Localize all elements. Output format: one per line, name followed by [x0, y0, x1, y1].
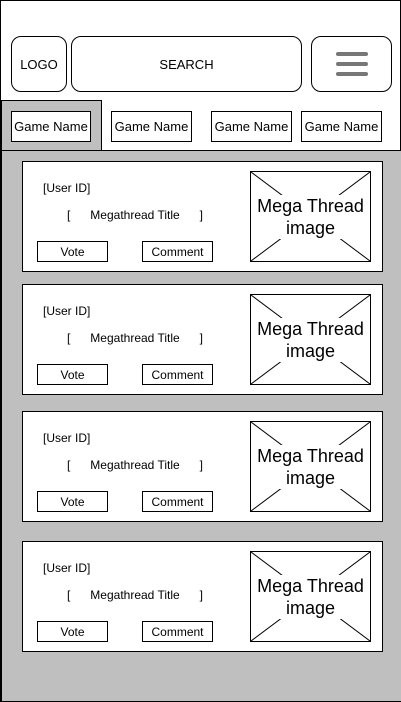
vote-button[interactable]: Vote: [37, 491, 108, 512]
logo-label: LOGO: [20, 56, 58, 72]
menu-button[interactable]: [311, 36, 392, 92]
tab-game-1[interactable]: Game Name: [11, 111, 91, 142]
title-bracket-open: [: [67, 208, 71, 222]
tab-label: Game Name: [114, 119, 189, 134]
thread-image-placeholder[interactable]: Mega Thread image: [250, 294, 371, 385]
comment-button[interactable]: Comment: [142, 491, 213, 512]
vote-label: Vote: [60, 494, 85, 509]
user-id: [User ID]: [43, 181, 91, 195]
thread-title[interactable]: [ Megathread Title ]: [67, 588, 203, 602]
comment-button[interactable]: Comment: [142, 364, 213, 385]
hamburger-menu-icon: [335, 52, 368, 76]
comment-label: Comment: [151, 244, 204, 259]
thread-title[interactable]: [ Megathread Title ]: [67, 458, 203, 472]
image-label: Mega Thread image: [251, 317, 370, 362]
user-id: [User ID]: [43, 304, 91, 318]
title-bracket-open: [: [67, 331, 71, 345]
title-text: Megathread Title: [90, 458, 180, 472]
title-bracket-close: ]: [199, 588, 203, 602]
image-label: Mega Thread image: [251, 444, 370, 489]
title-text: Megathread Title: [90, 331, 180, 345]
thread-card[interactable]: [User ID] [ Megathread Title ] Vote Comm…: [22, 284, 383, 395]
vote-label: Vote: [60, 244, 85, 259]
title-bracket-open: [: [67, 458, 71, 472]
comment-button[interactable]: Comment: [142, 241, 213, 262]
comment-label: Comment: [151, 367, 204, 382]
thread-image-placeholder[interactable]: Mega Thread image: [250, 171, 371, 262]
title-bracket-close: ]: [199, 458, 203, 472]
tab-label: Game Name: [214, 119, 289, 134]
thread-card[interactable]: [User ID] [ Megathread Title ] Vote Comm…: [22, 541, 383, 652]
title-bracket-close: ]: [199, 208, 203, 222]
thread-title[interactable]: [ Megathread Title ]: [67, 331, 203, 345]
title-text: Megathread Title: [90, 208, 180, 222]
image-label: Mega Thread image: [251, 194, 370, 239]
thread-image-placeholder[interactable]: Mega Thread image: [250, 421, 371, 512]
title-bracket-close: ]: [199, 331, 203, 345]
thread-image-placeholder[interactable]: Mega Thread image: [250, 551, 371, 642]
image-label: Mega Thread image: [251, 574, 370, 619]
tab-game-4[interactable]: Game Name: [301, 111, 382, 142]
tab-label: Game Name: [14, 119, 88, 134]
thread-card[interactable]: [User ID] [ Megathread Title ] Vote Comm…: [22, 411, 383, 522]
comment-button[interactable]: Comment: [142, 621, 213, 642]
vote-button[interactable]: Vote: [37, 621, 108, 642]
vote-button[interactable]: Vote: [37, 241, 108, 262]
tab-game-2[interactable]: Game Name: [111, 111, 192, 142]
tab-label: Game Name: [304, 119, 379, 134]
user-id: [User ID]: [43, 431, 91, 445]
title-bracket-open: [: [67, 588, 71, 602]
search-label: SEARCH: [159, 56, 214, 72]
vote-button[interactable]: Vote: [37, 364, 108, 385]
user-id: [User ID]: [43, 561, 91, 575]
thread-title[interactable]: [ Megathread Title ]: [67, 208, 203, 222]
vote-label: Vote: [60, 367, 85, 382]
logo[interactable]: LOGO: [11, 36, 67, 92]
title-text: Megathread Title: [90, 588, 180, 602]
thread-list[interactable]: [User ID] [ Megathread Title ] Vote Comm…: [1, 150, 401, 702]
thread-card[interactable]: [User ID] [ Megathread Title ] Vote Comm…: [22, 161, 383, 272]
vote-label: Vote: [60, 624, 85, 639]
tab-game-3[interactable]: Game Name: [211, 111, 292, 142]
comment-label: Comment: [151, 624, 204, 639]
comment-label: Comment: [151, 494, 204, 509]
search-bar[interactable]: SEARCH: [71, 36, 302, 92]
